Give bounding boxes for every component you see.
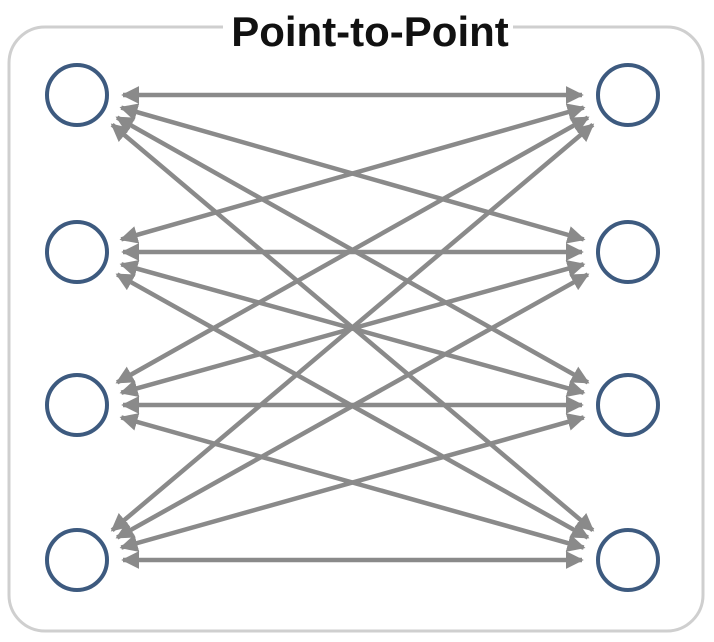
- diagram-title: Point-to-Point: [231, 8, 509, 55]
- left-node-1: [45, 63, 109, 127]
- left-node-4: [45, 528, 109, 592]
- right-node-4: [596, 528, 660, 592]
- right-node-2: [596, 220, 660, 284]
- right-node-3: [596, 373, 660, 437]
- left-node-2: [45, 220, 109, 284]
- arrow-l4-r3: [119, 413, 586, 552]
- left-node-3: [45, 373, 109, 437]
- right-node-1: [596, 63, 660, 127]
- title-background: [223, 5, 513, 53]
- links-layer: [110, 86, 595, 569]
- nodes-layer: [45, 63, 660, 592]
